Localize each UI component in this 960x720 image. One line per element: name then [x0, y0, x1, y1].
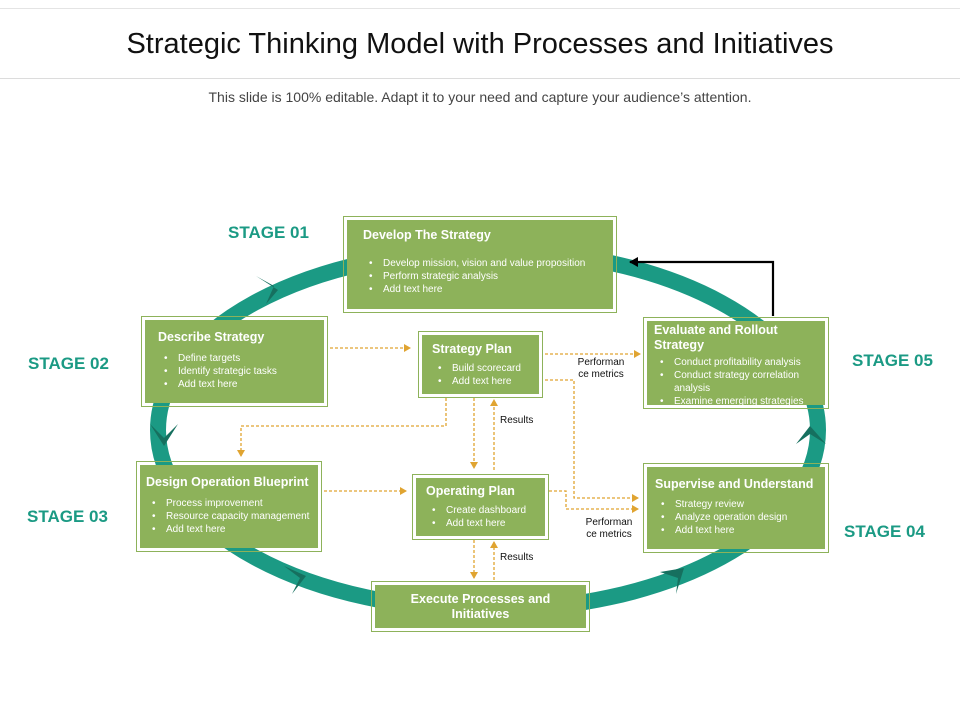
- list-item: Add text here: [369, 283, 603, 296]
- title-bar: [0, 9, 960, 79]
- list-item: Identify strategic tasks: [164, 365, 316, 378]
- bullet-list: Develop mission, vision and value propos…: [363, 257, 603, 296]
- ring-chevron-icon: [256, 276, 278, 304]
- bullet-list: Build scorecard Add text here: [432, 362, 533, 388]
- list-item: Add text here: [438, 375, 533, 388]
- list-item: Add text here: [164, 378, 316, 391]
- box-title: Evaluate and Rollout Strategy: [654, 323, 778, 352]
- list-item: Resource capacity management: [152, 510, 314, 523]
- box-strategy-plan: Strategy Plan Build scorecard Add text h…: [418, 331, 543, 398]
- list-item: Add text here: [152, 523, 314, 536]
- list-item: Examine emerging strategies: [660, 395, 821, 405]
- list-item: Conduct strategy correlation analysis: [660, 369, 821, 395]
- list-item: Strategy review: [661, 498, 821, 511]
- bullet-list: Strategy review Analyze operation design…: [655, 498, 821, 537]
- list-item: Perform strategic analysis: [369, 270, 603, 283]
- box-title: Design Operation Blueprint: [146, 475, 309, 489]
- performance-metrics-label: Performan ce metrics: [577, 357, 625, 380]
- list-item: Create dashboard: [432, 504, 539, 517]
- box-title: Develop The Strategy: [363, 228, 491, 242]
- list-item: Process improvement: [152, 497, 314, 510]
- list-item: Add text here: [661, 524, 821, 537]
- box-design-operation-blueprint: Design Operation Blueprint Process impro…: [136, 461, 322, 552]
- list-item: Analyze operation design: [661, 511, 821, 524]
- list-item: Develop mission, vision and value propos…: [369, 257, 603, 270]
- results-label: Results: [500, 415, 534, 426]
- box-title: Operating Plan: [426, 484, 515, 498]
- bullet-list: Process improvement Resource capacity ma…: [146, 497, 314, 536]
- box-title: Execute Processes and Initiatives: [410, 592, 551, 621]
- box-evaluate-rollout: Evaluate and Rollout Strategy Conduct pr…: [643, 317, 829, 409]
- stage-01-label: STAGE 01: [228, 223, 309, 242]
- list-item: Define targets: [164, 352, 316, 365]
- list-item: Add text here: [432, 517, 539, 530]
- bullet-list: Create dashboard Add text here: [426, 504, 539, 530]
- page-subtitle: This slide is 100% editable. Adapt it to…: [208, 89, 752, 105]
- stage-02-label: STAGE 02: [28, 354, 109, 373]
- box-title: Strategy Plan: [432, 342, 512, 356]
- page-title: Strategic Thinking Model with Processes …: [126, 28, 834, 60]
- ring-chevron-icon: [660, 568, 684, 594]
- list-item: Conduct profitability analysis: [660, 356, 821, 369]
- box-describe-strategy: Describe Strategy Define targets Identif…: [141, 316, 328, 407]
- box-develop-strategy: Develop The Strategy Develop mission, vi…: [343, 216, 617, 313]
- ring-chevron-icon: [284, 566, 306, 594]
- stage-05-label: STAGE 05: [852, 351, 933, 370]
- box-supervise-understand: Supervise and Understand Strategy review…: [643, 463, 829, 553]
- bullet-list: Conduct profitability analysis Conduct s…: [654, 356, 821, 405]
- top-rule: [0, 8, 960, 9]
- box-operating-plan: Operating Plan Create dashboard Add text…: [412, 474, 549, 540]
- bullet-list: Define targets Identify strategic tasks …: [158, 352, 316, 391]
- box-title: Supervise and Understand: [655, 477, 814, 491]
- connector-strategy-plan-to-supervise: [545, 379, 639, 502]
- box-execute-processes: Execute Processes and Initiatives: [371, 581, 590, 632]
- ring-chevron-icon: [796, 426, 826, 444]
- connector-evaluate-to-develop: [629, 257, 775, 316]
- results-label: Results: [500, 552, 534, 563]
- connector-operating-to-supervise: [549, 490, 639, 513]
- list-item: Build scorecard: [438, 362, 533, 375]
- stage-03-label: STAGE 03: [27, 507, 108, 526]
- ring-chevron-icon: [150, 424, 178, 446]
- box-title: Describe Strategy: [158, 330, 265, 344]
- connector-strategy-plan-to-design: [237, 398, 447, 457]
- stage-04-label: STAGE 04: [844, 522, 925, 541]
- performance-metrics-label: Performan ce metrics: [585, 517, 633, 540]
